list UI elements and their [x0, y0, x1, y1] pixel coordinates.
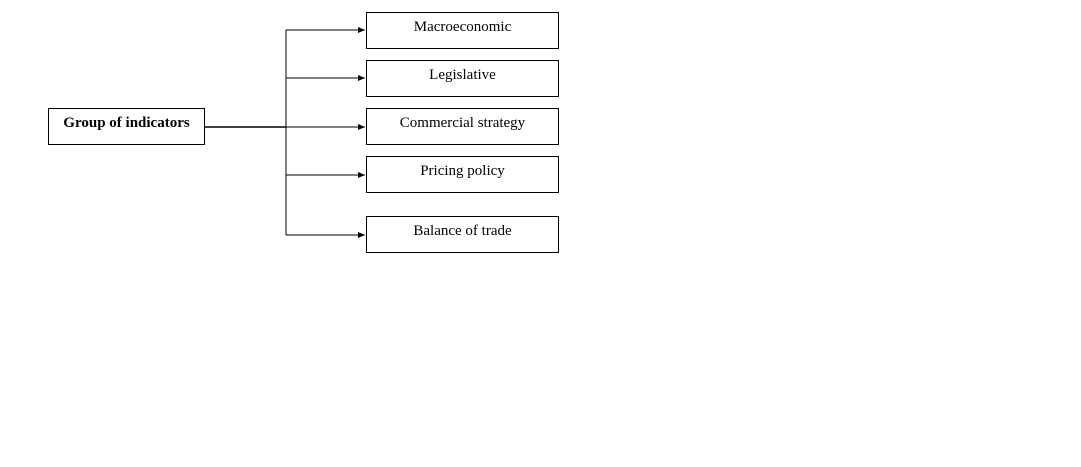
root-node: Group of indicators	[48, 108, 205, 145]
node-label: Macroeconomic	[413, 19, 512, 35]
node-label: Pricing policy	[420, 163, 505, 179]
node-label: Balance of trade	[413, 223, 512, 239]
node-commercial-strategy: Commercial strategy	[366, 108, 559, 145]
node-pricing-policy: Pricing policy	[366, 156, 559, 193]
node-balance-of-trade: Balance of trade	[366, 216, 559, 253]
node-macroeconomic: Macroeconomic	[366, 12, 559, 49]
node-legislative: Legislative	[366, 60, 559, 97]
node-label: Legislative	[429, 67, 496, 83]
root-node-label: Group of indicators	[63, 115, 190, 131]
node-label: Commercial strategy	[399, 115, 526, 131]
